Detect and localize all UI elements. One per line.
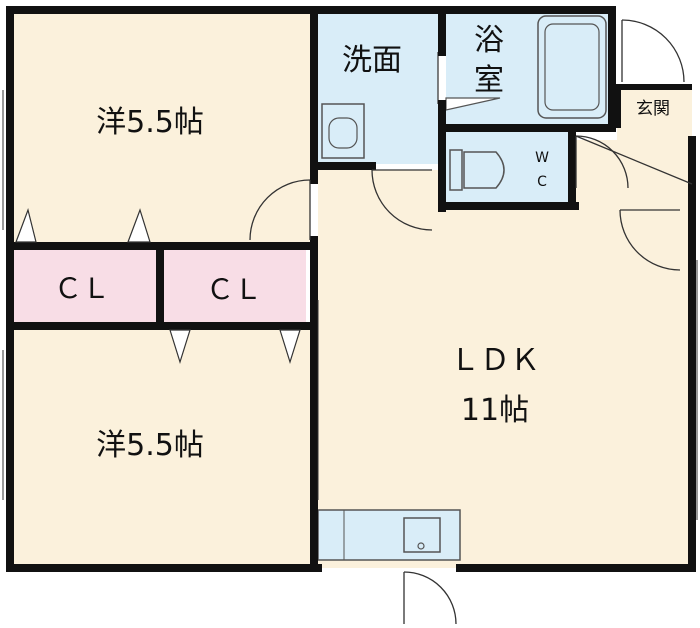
- room-western-top-floor: [10, 10, 310, 242]
- closet-doors: [15, 207, 301, 365]
- room-closet-left-floor: [14, 250, 156, 322]
- ldk-label-line2: 11帖: [461, 393, 529, 428]
- western-top-label: 洋5.5帖: [96, 105, 204, 140]
- washroom-label: 洗面: [342, 43, 402, 78]
- bathroom-label-line2: 室: [474, 63, 504, 98]
- room-western-bottom-floor: [10, 330, 310, 568]
- toilet-label-line2: C: [537, 174, 547, 190]
- toilet-tank: [449, 149, 463, 191]
- doors: [249, 19, 693, 625]
- room-closet-right-floor: [164, 250, 306, 325]
- toilet-label-line1: W: [535, 150, 549, 166]
- room-ldk-floor: [318, 140, 692, 568]
- entrance-label: 玄関: [636, 99, 670, 119]
- kitchen-drain: [417, 542, 425, 550]
- ldk-label-line1: ＬＤＫ: [450, 343, 540, 378]
- windows: [2, 90, 698, 520]
- bathtub-inner: [544, 23, 600, 111]
- toilet-bowl: [463, 151, 505, 189]
- room-entrance-floor: [617, 88, 692, 208]
- bathroom-label-line1: 浴: [474, 23, 504, 58]
- kitchen-sink: [403, 517, 441, 553]
- western-bottom-label: 洋5.5帖: [96, 428, 204, 463]
- closet-left-label: ＣＬ: [54, 272, 110, 305]
- closet-right-label: ＣＬ: [206, 273, 262, 306]
- front-wall-strip: [612, 84, 692, 90]
- walls: [6, 6, 696, 572]
- wash-basin-bowl: [328, 117, 358, 149]
